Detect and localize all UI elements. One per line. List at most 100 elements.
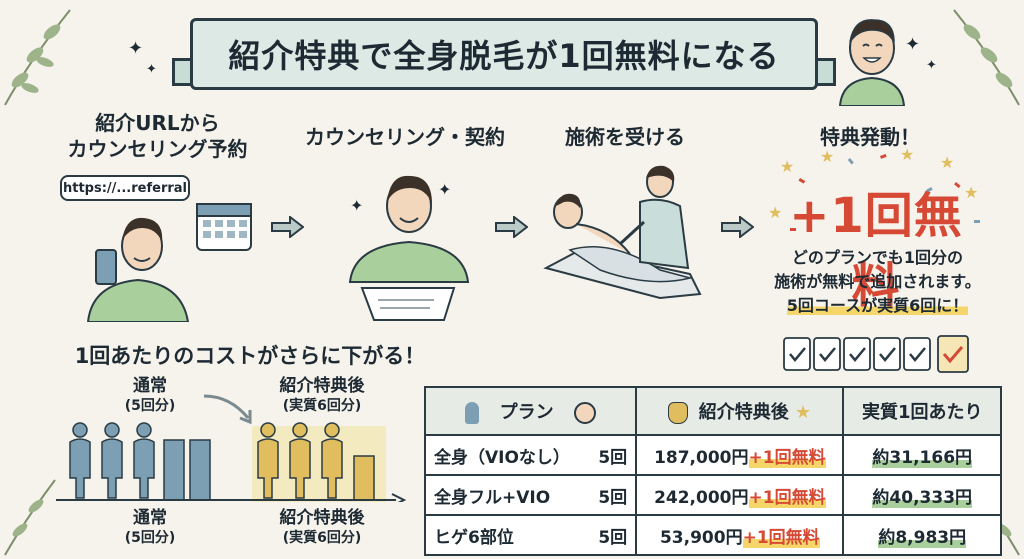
- table-header-plan-text: プラン: [499, 402, 554, 423]
- plan-price: 187,000円: [654, 447, 749, 468]
- bonus-desc-line3: 5回コースが実質6回に！: [760, 294, 995, 318]
- table-header-bonus: 紹介特典後 ★: [635, 386, 845, 436]
- leaf-branch-bottom-left-icon: [4, 479, 56, 556]
- table-row: ヒゲ6部位 5回 53,900円+1回無料 約8,983円: [423, 514, 1002, 556]
- per-session-cell: 約31,166円: [842, 434, 1002, 476]
- svg-text:★: ★: [780, 157, 794, 176]
- curved-arrow-icon: [203, 394, 252, 425]
- bonus-label-bottom-text: 紹介特典後: [279, 508, 365, 528]
- money-bag-icon: [668, 402, 689, 424]
- cost-title-text: 1回あたりのコストがさらに下がる！: [74, 344, 426, 368]
- bonus-label-top: 紹介特典後 (実質6回分): [252, 376, 392, 416]
- bonus-desc-line2: 施術が無料で追加されます。: [774, 272, 981, 291]
- svg-text:★: ★: [820, 148, 834, 166]
- step1-title-line2: カウンセリング予約: [67, 137, 248, 161]
- bonus-bar: [353, 455, 375, 501]
- step4-title-line1: 特典発動！: [820, 125, 920, 149]
- sparkle-icon: ✦: [128, 38, 144, 59]
- plan-price: 242,000円: [654, 487, 749, 508]
- page-title: 紹介特典で全身脱毛が1回無料になる: [228, 37, 780, 75]
- star-icon: ★: [795, 402, 812, 423]
- plan-name: ヒゲ6部位: [434, 527, 514, 548]
- face-icon: [573, 402, 596, 424]
- cost-section-title: 1回あたりのコストがさらに下がる！: [60, 340, 440, 370]
- calendar-icon: [196, 203, 252, 251]
- svg-text:★: ★: [940, 153, 954, 172]
- referral-url: https://...referral: [63, 180, 187, 196]
- normal-label-text: 通常: [133, 376, 167, 396]
- bonus-people-group: [257, 422, 343, 499]
- plan-count: 5回: [598, 487, 628, 508]
- svg-text:★: ★: [964, 183, 978, 202]
- confetti-decoration: ★ ★ ★ ★ ★ ★: [768, 148, 980, 231]
- sparkle-icon: ✦: [438, 180, 452, 199]
- normal-label-top: 通常 (5回分): [100, 376, 200, 416]
- leaf-branch-left-icon: [4, 9, 71, 106]
- normal-people-group: [69, 422, 155, 499]
- bonus-price-cell: 187,000円+1回無料: [635, 434, 845, 476]
- step3-title-line1: 施術を受ける: [565, 125, 685, 149]
- sparkle-icon: ✦: [350, 196, 364, 215]
- per-session-price: 約8,983円: [878, 527, 967, 548]
- normal-label-bottom-text: 通常: [133, 508, 167, 528]
- per-session-price: 約31,166円: [872, 447, 973, 468]
- sparkle-icon: ✦: [146, 62, 157, 77]
- plan-bonus: +1回無料: [748, 447, 826, 468]
- per-session-cell: 約8,983円: [842, 514, 1002, 556]
- normal-sub-text: (5回分): [124, 398, 176, 414]
- treatment-illustration: [543, 165, 702, 300]
- arrow-right-icon: [495, 216, 528, 238]
- man-with-phone-illustration: [86, 217, 190, 322]
- sparkle-icon: ✦: [905, 34, 921, 55]
- bonus-desc-line3-text: 5回コースが実質6回に！: [786, 296, 969, 315]
- step4-title: 特典発動！: [795, 124, 945, 150]
- svg-text:★: ★: [900, 148, 914, 164]
- normal-label-bottom: 通常 (5回分): [100, 508, 200, 548]
- sparkle-icon: ✦: [926, 58, 937, 73]
- phone-icon: [95, 249, 117, 285]
- step1-title: 紹介URLから カウンセリング予約: [50, 110, 265, 162]
- plan-name: 全身（VIOなし）: [434, 447, 570, 468]
- table-header-bonus-text: 紹介特典後: [698, 402, 789, 423]
- man-signing-contract-illustration: [348, 175, 470, 321]
- step1-title-line1: 紹介URLから: [95, 111, 220, 135]
- plan-cell: 全身フル+VIO 5回: [423, 474, 638, 516]
- bonus-label-text: 紹介特典後: [279, 376, 365, 396]
- plan-bonus: +1回無料: [748, 487, 826, 508]
- arrow-right-icon: [271, 216, 304, 238]
- step3-title: 施術を受ける: [545, 124, 705, 150]
- table-header-row: プラン 紹介特典後 ★ 実質1回あたり: [423, 386, 1002, 436]
- normal-bar: [163, 439, 185, 501]
- checked-calendars-icon: [783, 335, 969, 373]
- table-row: 全身フル+VIO 5回 242,000円+1回無料 約40,333円: [423, 474, 1002, 516]
- leaf-branch-right-icon: [953, 9, 1020, 106]
- plan-bonus: +1回無料: [742, 527, 820, 548]
- table-header-per: 実質1回あたり: [842, 386, 1002, 436]
- smiling-man-avatar: [838, 19, 906, 106]
- per-session-price: 約40,333円: [872, 487, 973, 508]
- bonus-price-cell: 242,000円+1回無料: [635, 474, 845, 516]
- plan-count: 5回: [598, 527, 628, 548]
- svg-text:★: ★: [768, 203, 782, 222]
- bonus-label-bottom: 紹介特典後 (実質6回分): [252, 508, 392, 548]
- step2-title: カウンセリング・契約: [300, 124, 510, 150]
- per-session-cell: 約40,333円: [842, 474, 1002, 516]
- plan-cell: ヒゲ6部位 5回: [423, 514, 638, 556]
- normal-bar: [189, 439, 211, 501]
- bonus-sub-bottom-text: (実質6回分): [282, 530, 362, 546]
- title-banner: 紹介特典で全身脱毛が1回無料になる: [190, 18, 818, 90]
- body-silhouette-icon: [465, 402, 480, 424]
- cost-comparison-chart: [56, 422, 407, 502]
- plan-count: 5回: [598, 447, 628, 468]
- bonus-description: どのプランでも1回分の 施術が無料で追加されます。 5回コースが実質6回に！: [760, 246, 995, 318]
- arrow-right-icon: [721, 216, 754, 238]
- url-bubble: https://...referral: [60, 175, 190, 201]
- normal-sub-bottom-text: (5回分): [124, 530, 176, 546]
- bonus-price-cell: 53,900円+1回無料: [635, 514, 845, 556]
- bonus-sub-text: (実質6回分): [282, 398, 362, 414]
- table-header-plan: プラン: [423, 386, 638, 436]
- plan-name: 全身フル+VIO: [434, 487, 551, 508]
- table-row: 全身（VIOなし） 5回 187,000円+1回無料 約31,166円: [423, 434, 1002, 476]
- plan-price: 53,900円: [659, 527, 743, 548]
